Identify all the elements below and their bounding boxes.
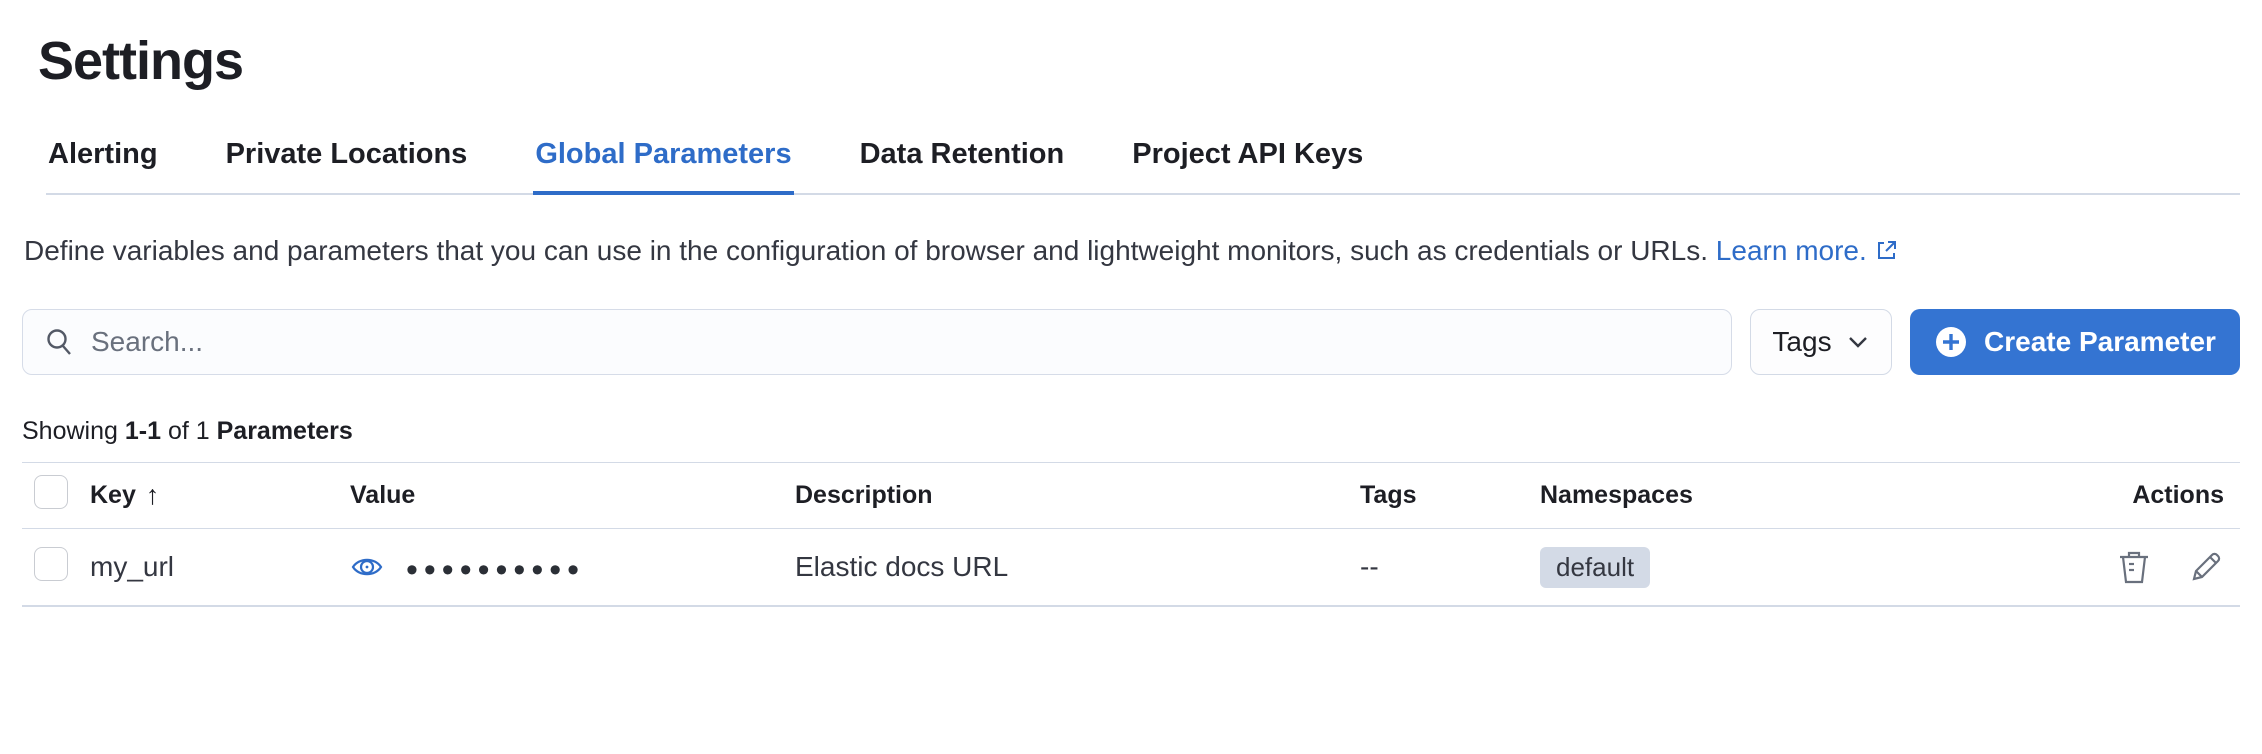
create-parameter-button[interactable]: Create Parameter <box>1910 309 2240 375</box>
column-header-value: Value <box>350 481 416 509</box>
results-summary: Showing 1-1 of 1 Parameters <box>22 417 353 445</box>
settings-tabs: Alerting Private Locations Global Parame… <box>46 138 2240 195</box>
parameter-key: my_url <box>90 551 175 582</box>
tags-filter-button[interactable]: Tags <box>1750 309 1892 375</box>
column-header-key: Key <box>90 481 136 509</box>
edit-parameter-icon[interactable] <box>2188 549 2224 585</box>
sort-ascending-icon: ↑ <box>145 480 160 510</box>
tab-data-retention[interactable]: Data Retention <box>859 138 1065 170</box>
row-select-checkbox[interactable] <box>34 546 68 581</box>
eye-icon[interactable] <box>350 550 384 584</box>
search-box <box>22 309 1732 375</box>
page-title: Settings <box>38 31 244 91</box>
settings-page: Settings Alerting Private Locations Glob… <box>0 30 2262 607</box>
parameter-description: Elastic docs URL <box>795 551 1009 582</box>
namespace-badge: default <box>1540 546 1651 588</box>
column-header-description: Description <box>795 481 933 509</box>
select-all-checkbox[interactable] <box>34 475 68 509</box>
table-row: my_url •••••••••• Elastic docs URL -- de… <box>22 529 2240 607</box>
tags-filter-label: Tags <box>1772 326 1832 357</box>
results-range: 1-1 <box>124 417 161 445</box>
column-header-actions: Actions <box>2132 481 2224 509</box>
tab-private-locations[interactable]: Private Locations <box>225 138 468 170</box>
parameter-tags: -- <box>1360 551 1379 582</box>
delete-parameter-icon[interactable] <box>2116 548 2152 586</box>
column-header-tags: Tags <box>1360 481 1417 509</box>
table-header-row: Key ↑ Value Description Tags Namespaces … <box>22 462 2240 529</box>
tab-project-api-keys[interactable]: Project API Keys <box>1132 138 1364 170</box>
parameter-masked-value: •••••••••• <box>406 551 586 589</box>
learn-more-link[interactable]: Learn more. <box>1716 235 1899 266</box>
parameters-table: Key ↑ Value Description Tags Namespaces … <box>22 462 2240 607</box>
external-link-icon <box>1875 238 1899 262</box>
column-header-namespaces: Namespaces <box>1540 481 1693 509</box>
create-parameter-label: Create Parameter <box>1984 326 2216 357</box>
chevron-down-icon <box>1846 330 1870 354</box>
parameters-toolbar: Tags Create Parameter <box>22 309 2240 375</box>
column-key-sort[interactable]: Key ↑ <box>90 480 159 511</box>
results-entity: Parameters <box>216 417 353 445</box>
description-text: Define variables and parameters that you… <box>24 235 1709 266</box>
page-description: Define variables and parameters that you… <box>24 227 2239 275</box>
plus-in-circle-icon <box>1934 325 1968 359</box>
tab-alerting[interactable]: Alerting <box>48 138 158 170</box>
tab-global-parameters[interactable]: Global Parameters <box>533 138 794 195</box>
search-icon <box>43 326 75 358</box>
search-input[interactable] <box>91 326 1711 358</box>
